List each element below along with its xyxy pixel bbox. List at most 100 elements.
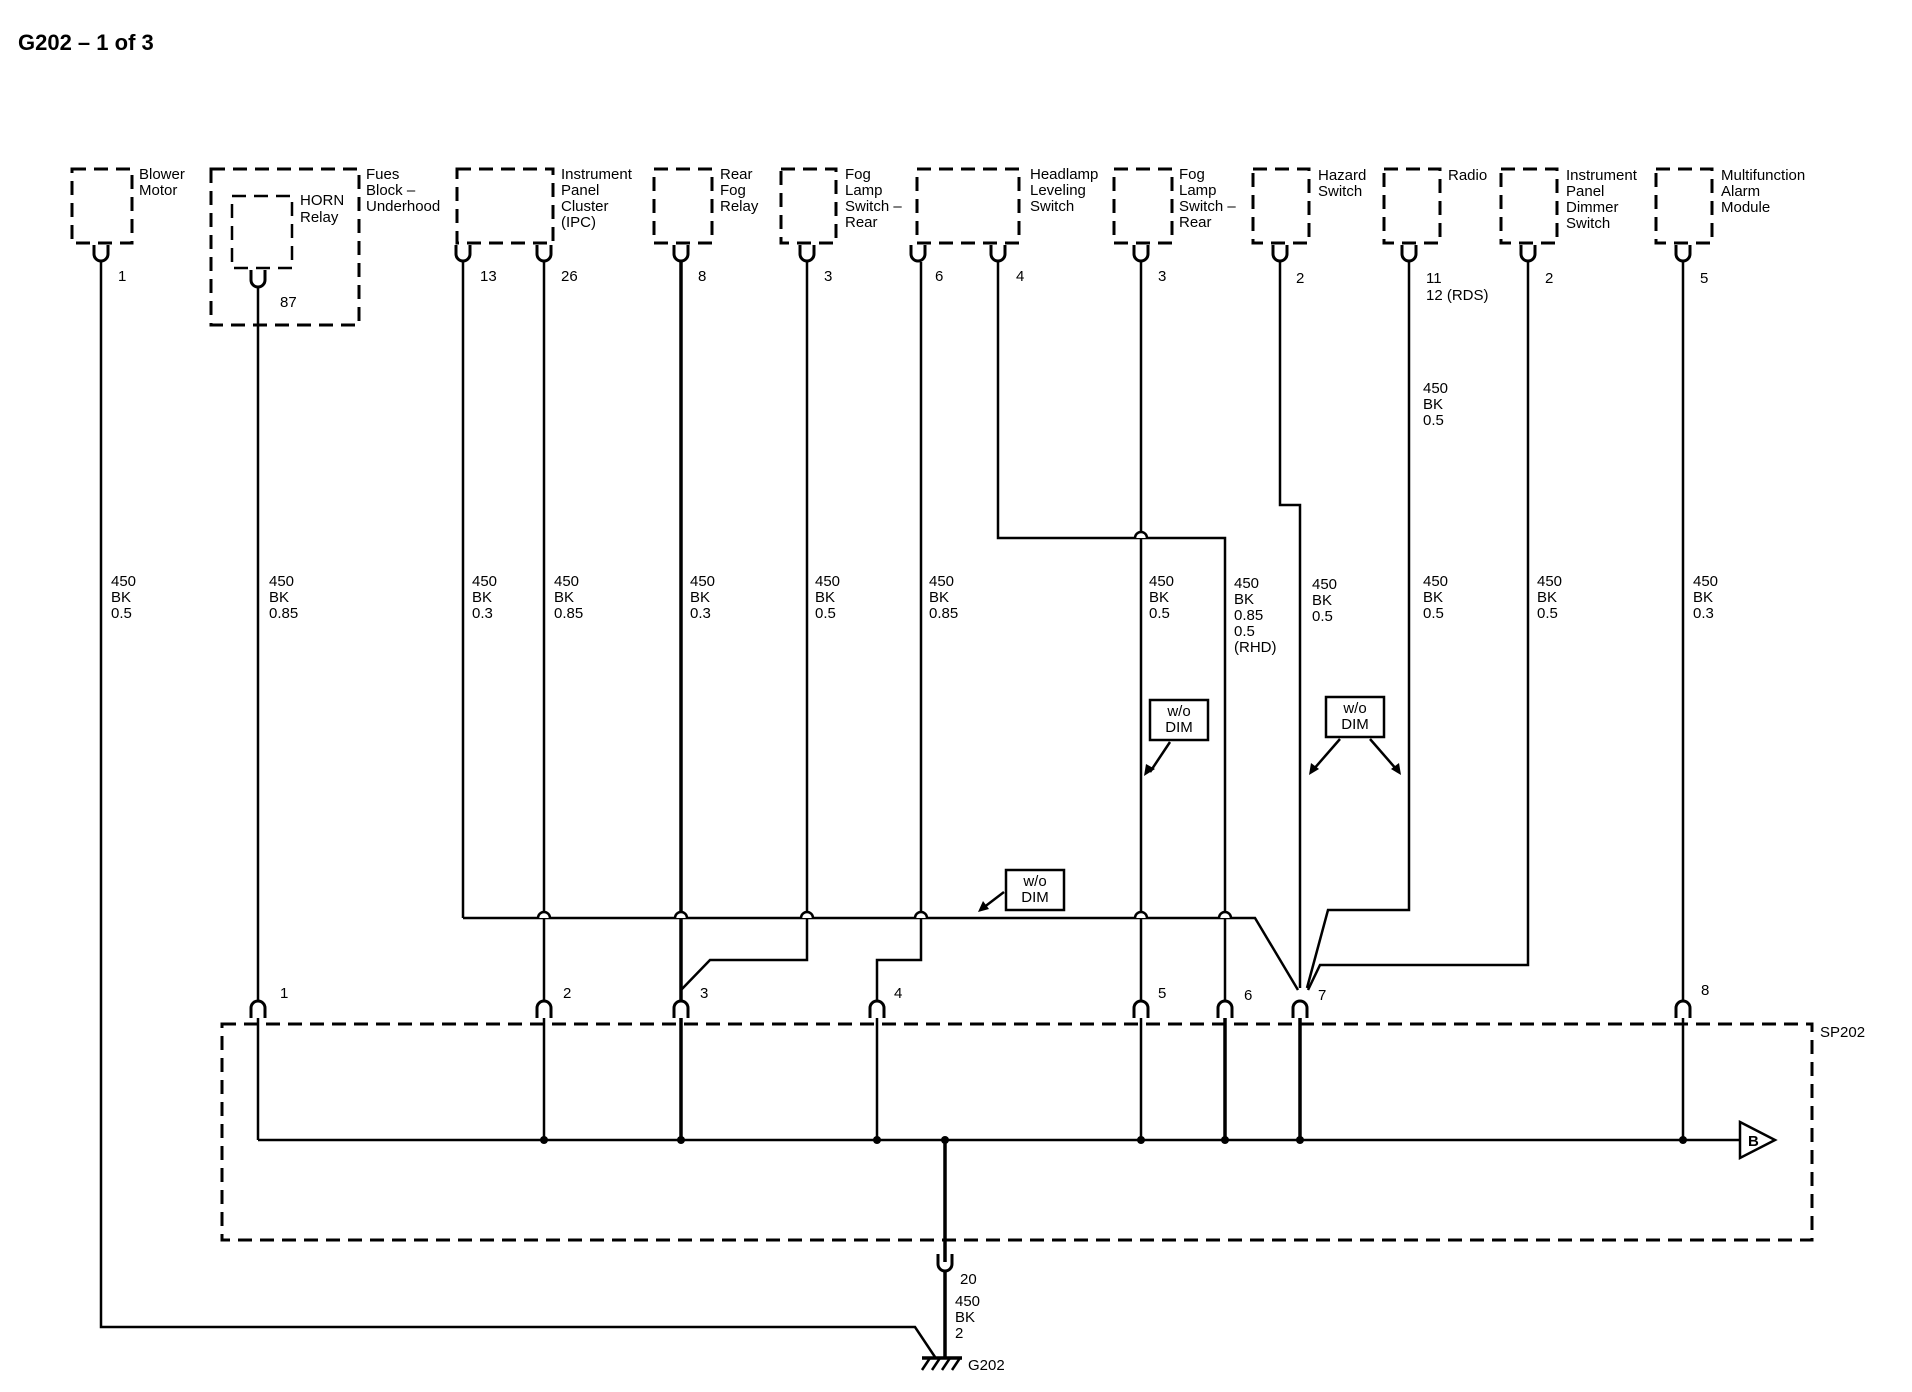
svg-text:Rear: Rear — [1179, 214, 1212, 231]
svg-text:2: 2 — [563, 985, 571, 1002]
svg-text:4: 4 — [894, 985, 902, 1002]
svg-text:BK: BK — [1423, 396, 1443, 413]
svg-text:Underhood: Underhood — [366, 198, 440, 215]
fog-lamp-switch-rear-box-1 — [779, 167, 838, 245]
svg-text:Motor: Motor — [139, 182, 177, 199]
option-label-a: w/o DIM — [1144, 698, 1210, 776]
svg-text:0.3: 0.3 — [472, 605, 493, 622]
svg-text:BK: BK — [472, 589, 492, 606]
rear-fog-relay-label: Rear Fog Relay — [720, 166, 759, 215]
svg-text:Panel: Panel — [1566, 183, 1604, 200]
svg-text:BK: BK — [929, 589, 949, 606]
svg-text:4: 4 — [1016, 268, 1024, 285]
svg-text:0.85: 0.85 — [554, 605, 583, 622]
svg-text:BK: BK — [1423, 589, 1443, 606]
svg-text:450: 450 — [1234, 575, 1259, 592]
svg-text:BK: BK — [1234, 591, 1254, 608]
svg-text:BK: BK — [111, 589, 131, 606]
svg-text:12 (RDS): 12 (RDS) — [1426, 287, 1489, 304]
ground-name: G202 — [968, 1357, 1005, 1374]
offpage-arrow-b: B — [1738, 1119, 1778, 1161]
svg-text:0.3: 0.3 — [690, 605, 711, 622]
svg-text:Fog: Fog — [1179, 166, 1205, 183]
svg-text:BK: BK — [1537, 589, 1557, 606]
svg-text:450: 450 — [1149, 573, 1174, 590]
svg-text:0.5: 0.5 — [1149, 605, 1170, 622]
svg-text:450: 450 — [554, 573, 579, 590]
svg-text:450: 450 — [111, 573, 136, 590]
alarm-module-label: Multifunction Alarm Module — [1721, 167, 1805, 216]
svg-text:2: 2 — [1545, 270, 1553, 287]
svg-text:87: 87 — [280, 294, 297, 311]
svg-text:450: 450 — [1423, 380, 1448, 397]
svg-text:0.85: 0.85 — [1234, 607, 1263, 624]
headlamp-leveling-switch-label: Headlamp Leveling Switch — [1030, 166, 1098, 215]
svg-text:0.85: 0.85 — [269, 605, 298, 622]
svg-text:450: 450 — [815, 573, 840, 590]
rear-fog-relay-box — [652, 167, 714, 245]
dimmer-switch-label: Instrument Panel Dimmer Switch — [1566, 167, 1638, 232]
svg-text:BK: BK — [1693, 589, 1713, 606]
svg-text:Lamp: Lamp — [1179, 182, 1217, 199]
svg-text:450: 450 — [269, 573, 294, 590]
svg-text:Panel: Panel — [561, 182, 599, 199]
fues-block-label: Fues Block – Underhood — [366, 166, 440, 215]
wire-runs — [99, 262, 1685, 1358]
svg-text:BK: BK — [269, 589, 289, 606]
fues-block-box — [209, 167, 361, 327]
hazard-switch-box — [1251, 167, 1311, 245]
svg-text:BK: BK — [690, 589, 710, 606]
svg-text:450: 450 — [472, 573, 497, 590]
ground-symbol-icon — [920, 1356, 962, 1371]
svg-text:0.85: 0.85 — [929, 605, 958, 622]
svg-text:Hazard: Hazard — [1318, 167, 1366, 184]
svg-text:BK: BK — [955, 1309, 975, 1326]
svg-text:w/o: w/o — [1022, 873, 1046, 890]
svg-text:450: 450 — [690, 573, 715, 590]
svg-text:BK: BK — [554, 589, 574, 606]
svg-text:6: 6 — [935, 268, 943, 285]
svg-text:Rear: Rear — [720, 166, 753, 183]
svg-text:3: 3 — [700, 985, 708, 1002]
svg-text:Alarm: Alarm — [1721, 183, 1760, 200]
horn-relay-box — [230, 194, 294, 270]
svg-text:(IPC): (IPC) — [561, 214, 596, 231]
svg-text:Relay: Relay — [300, 209, 339, 226]
svg-text:0.5: 0.5 — [1423, 605, 1444, 622]
svg-text:Headlamp: Headlamp — [1030, 166, 1098, 183]
radio-label: Radio — [1448, 167, 1487, 184]
svg-text:8: 8 — [698, 268, 706, 285]
svg-text:5: 5 — [1700, 270, 1708, 287]
blower-motor-label: Blower Motor — [139, 166, 185, 199]
svg-text:Dimmer: Dimmer — [1566, 199, 1619, 216]
fog-lamp-switch-rear-box-2 — [1112, 167, 1174, 245]
svg-text:Instrument: Instrument — [561, 166, 633, 183]
option-label-c: w/o DIM — [978, 868, 1066, 912]
svg-text:2: 2 — [1296, 270, 1304, 287]
svg-text:Module: Module — [1721, 199, 1770, 216]
svg-text:6: 6 — [1244, 987, 1252, 1004]
svg-text:13: 13 — [480, 268, 497, 285]
alarm-module-box — [1654, 167, 1714, 245]
svg-text:Fues: Fues — [366, 166, 399, 183]
top-connector-terminals — [92, 245, 1692, 289]
svg-text:450: 450 — [1423, 573, 1448, 590]
svg-text:Switch: Switch — [1318, 183, 1362, 200]
svg-text:8: 8 — [1701, 982, 1709, 999]
svg-text:Leveling: Leveling — [1030, 182, 1086, 199]
hazard-switch-label: Hazard Switch — [1318, 167, 1366, 200]
headlamp-leveling-switch-box — [915, 167, 1021, 245]
svg-text:450: 450 — [1537, 573, 1562, 590]
